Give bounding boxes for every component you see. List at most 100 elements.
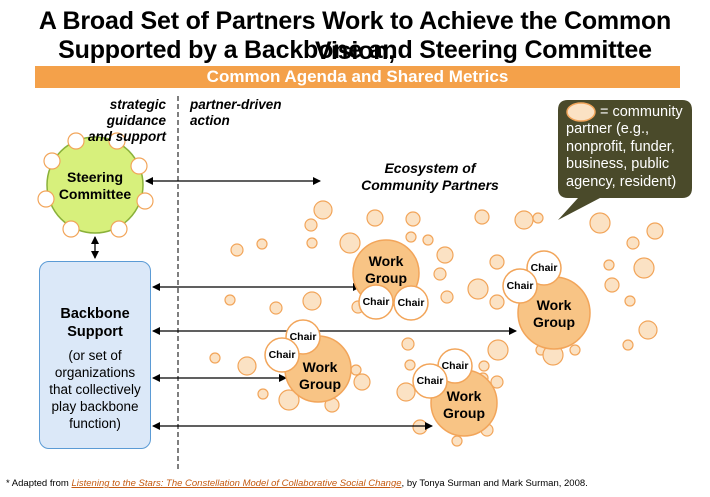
- steering-member-circle: [108, 132, 126, 150]
- chair-circle: [526, 250, 562, 286]
- backbone-title1: Backbone: [60, 306, 130, 322]
- partner-circle: [626, 236, 640, 250]
- backbone-sub3: that collectively: [49, 382, 141, 397]
- partner-circle: [622, 339, 634, 351]
- legend-line3: nonprofit, funder,: [566, 138, 675, 155]
- ecosystem-label: Ecosystem of Community Partners: [360, 160, 500, 194]
- partner-circle: [257, 388, 269, 400]
- partner-circle: [604, 277, 620, 293]
- work-group-1: [352, 239, 429, 321]
- partner-circle: [224, 294, 236, 306]
- partner-circle: [339, 232, 361, 254]
- left-column-header: strategic guidance and support: [48, 97, 166, 145]
- left-header-line1: strategic guidance: [106, 97, 166, 128]
- partner-circle: [306, 237, 318, 249]
- footnote-source-link[interactable]: Listening to the Stars: The Constellatio…: [71, 478, 402, 489]
- chair-circle: [358, 284, 394, 320]
- partner-circle: [412, 419, 428, 435]
- partner-circle: [404, 359, 416, 371]
- backbone-sub4: play backbone: [51, 399, 139, 414]
- partner-circle: [487, 339, 509, 361]
- right-column-header: partner-driven action: [190, 97, 282, 129]
- backbone-support-box: Backbone Support (or set of organization…: [39, 261, 151, 449]
- partner-circle: [366, 209, 384, 227]
- legend-text: = community: [600, 104, 683, 122]
- partner-circle: [278, 389, 300, 411]
- partner-circle: [646, 222, 664, 240]
- steering-member-circle: [110, 220, 128, 238]
- partner-circle: [304, 218, 318, 232]
- steering-member-circle: [136, 192, 154, 210]
- ecosystem-line1: Ecosystem of: [384, 160, 476, 176]
- partner-circle: [589, 212, 611, 234]
- partner-circle: [633, 257, 655, 279]
- chair-circle: [264, 337, 300, 373]
- steering-member-circle: [62, 220, 80, 238]
- partner-circle: [269, 301, 283, 315]
- ecosystem-line2: Community Partners: [361, 177, 499, 193]
- partner-circle: [230, 243, 244, 257]
- backbone-sub2: organizations: [54, 365, 136, 380]
- work-group-2: [502, 250, 591, 350]
- partner-circle: [422, 234, 434, 246]
- partner-circle: [489, 254, 505, 270]
- page-title-line1: A Broad Set of Partners Work to Achieve …: [38, 7, 672, 65]
- work-group-3: [264, 319, 352, 403]
- partner-circle: [401, 337, 415, 351]
- backbone-subtitle: (or set of organizations that collective…: [40, 347, 150, 432]
- partner-circle: [532, 212, 544, 224]
- legend-line4: business, public: [566, 156, 670, 172]
- partner-circle: [433, 267, 447, 281]
- footnote: * Adapted from Listening to the Stars: T…: [6, 478, 588, 489]
- partner-circle: [405, 211, 421, 227]
- partner-circle: [313, 200, 333, 220]
- partner-circle: [302, 291, 322, 311]
- legend-partner-swatch: [566, 102, 596, 122]
- backbone-title2: Support: [67, 324, 123, 340]
- right-header-line2: action: [190, 113, 230, 128]
- footnote-prefix: * Adapted from: [6, 478, 72, 489]
- partner-circle: [405, 231, 417, 243]
- partner-circle: [603, 259, 615, 271]
- right-header-line1: partner-driven: [190, 97, 282, 112]
- backbone-sub1: (or set of: [68, 348, 122, 363]
- backbone-title: Backbone Support: [40, 305, 150, 341]
- partner-circle: [638, 320, 658, 340]
- left-header-line2: and support: [88, 129, 166, 144]
- partner-circle: [353, 373, 371, 391]
- partner-circle: [569, 344, 581, 356]
- work-group-4: [412, 348, 498, 437]
- partner-circle: [436, 246, 454, 264]
- steering-member-circle: [37, 190, 55, 208]
- legend-line2: partner (e.g.,: [566, 121, 650, 137]
- partner-circle: [474, 209, 490, 225]
- partner-circle: [489, 294, 505, 310]
- chair-circle: [412, 363, 448, 399]
- partner-circle: [451, 435, 463, 447]
- footnote-suffix: , by Tonya Surman and Mark Surman, 2008.: [401, 478, 588, 489]
- partner-circle: [467, 278, 489, 300]
- chair-circle: [393, 285, 429, 321]
- common-agenda-banner: Common Agenda and Shared Metrics: [35, 66, 680, 88]
- partner-circle: [209, 352, 221, 364]
- steering-committee: [37, 132, 154, 238]
- partner-circle: [440, 290, 454, 304]
- partner-circle: [490, 375, 504, 389]
- partner-circle: [256, 238, 268, 250]
- page-title-line2: Supported by a Backbone and Steering Com…: [58, 36, 652, 64]
- partner-circle: [624, 295, 636, 307]
- partner-circle: [478, 360, 490, 372]
- steering-member-circle: [130, 157, 148, 175]
- chair-circle: [502, 268, 538, 304]
- banner-label: Common Agenda and Shared Metrics: [206, 67, 509, 86]
- legend-callout: [558, 100, 692, 220]
- backbone-sub5: function): [69, 416, 121, 431]
- community-partners: [209, 200, 664, 447]
- partner-circle: [350, 364, 362, 376]
- partner-circle: [514, 210, 534, 230]
- legend-line5: agency, resident): [566, 173, 677, 190]
- steering-member-circle: [43, 152, 61, 170]
- partner-circle: [396, 382, 416, 402]
- legend-text-body: partner (e.g., nonprofit, funder, busine…: [566, 121, 676, 191]
